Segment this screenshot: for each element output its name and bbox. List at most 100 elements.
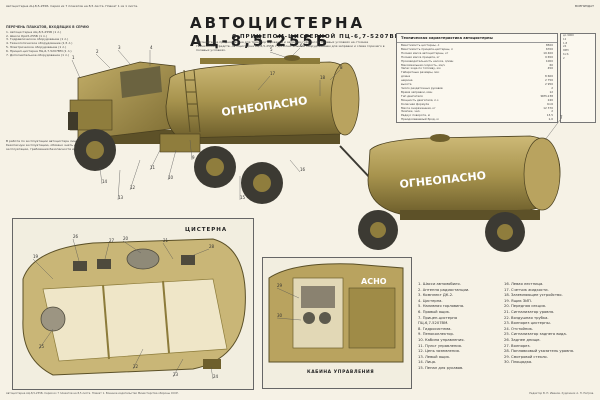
callout-number: 5 [270,47,273,52]
spec-value: 1,0 [548,117,553,122]
callout-number: 22 [133,364,139,369]
spec-value: ЯМЗ-238 [540,93,554,98]
gauge-icon [303,312,315,324]
part-item: 14. Лицо. [418,360,437,365]
spec-value: 60 [549,62,553,67]
callout-leader [329,69,341,81]
callout-leader [132,348,144,370]
page-subtitle: С ПРИЦЕПОМ-ЦИСТЕРНОЙ ПЦ-6,7-5207ВМ [232,34,402,40]
truck-walkway [200,58,320,64]
spec-param: Масса снаряженная, кг [401,105,436,110]
truck-grille [68,112,78,130]
spec-table-header: Техническая характеристика автоцистерны [397,34,557,43]
manhole-cover-icon [284,55,300,61]
callout-number: 1 [72,55,75,60]
callout-leader [117,49,131,65]
part-item: 26. Заднее днище. [504,337,541,342]
truck-illustration: ОГНЕОПАСНО [68,55,373,204]
series-item: 3. Гидравлическое оборудование (1 л.) [6,37,69,42]
poster-series-list: ПЕРЕЧЕНЬ ПЛАКАТОВ, ВХОДЯЩИХ В СЕРИЮ 1. А… [6,25,136,57]
hatch-icon [73,261,87,271]
callout-leader [276,317,302,321]
part-item: 8. Гидросистема. [418,326,452,331]
callout-number: 26 [73,234,79,239]
part-item: 24. Отстойник. [504,326,534,331]
parts-list-column-1: 1. Шасси автомобиля.2. Антенна радиостан… [418,282,506,372]
part-item: 30. Площадка. [504,360,533,365]
trailer-tank-end [523,137,561,211]
callout-leader [95,53,111,69]
part-item: 23. Волнорез цистерны. [504,321,551,326]
part-item: 13. Левый ящик. [418,354,451,359]
spec-param: Мощность двигателя, л.с. [401,97,440,102]
spec-row: Максимальная скорость, км/ч 60 [401,62,553,68]
spec-param: Габаритные размеры, мм: [401,70,440,75]
spec-value: 6700 [545,46,553,51]
callout-number: 16 [300,167,306,172]
part-item: 17. Счетчик жидкости. [504,287,549,292]
ladder-icon [183,69,201,133]
footer: Автоцистерна АЦ-8,5-255Б. Серия из 7 пла… [6,392,594,400]
callout-leader [122,240,142,254]
trailer-frame [400,210,540,220]
callout-leader [289,159,301,173]
callout-number: 17 [270,71,276,76]
spec-value: 6×6 [547,101,553,106]
callout-leader [189,139,193,161]
part-item: ПЦ-6,7-5207ВМ. [418,321,449,326]
spec-value: 12 370 [543,105,553,110]
spec-value: 2 750 [544,78,553,83]
callout-number: 11 [150,165,156,170]
series-item: 1. Автоцистерна АЦ-8,5-255Б (1 л.) [6,29,62,34]
spec-value: 2 [551,109,553,114]
callout-number: 8 [340,65,343,70]
baffle [162,280,170,354]
series-item: 7. Дополнительное оборудование (1 л.) [6,52,69,57]
callout-leader [269,51,289,59]
truck-windshield [120,66,162,98]
spec-value: 9 650 [544,54,553,59]
part-item: 4. Цистерна. [418,298,443,303]
spec-value: 8 600 [544,74,553,79]
spec-table: Техническая характеристика автоцистерны … [396,33,558,123]
spec-value: 2 [551,85,553,90]
wheel-hub-icon [370,222,386,238]
part-item: 18. Заземляющее устройство. [504,293,563,298]
callout-leader [99,167,103,185]
spec-row: Мощность двигателя, л.с.240 [401,97,553,103]
baffle [102,284,110,360]
spec-param: Радиус поворота, м [401,113,430,118]
callout-number: 15 [240,195,246,200]
callout-number: 13 [118,195,124,200]
spec-stub-value: 24 [563,45,567,49]
wheel-hub-icon [86,141,104,159]
callout-number: 12 [130,185,136,190]
callout-leader [167,149,177,181]
truck-wheels [74,129,283,204]
callout-number: 9 [192,155,195,160]
callout-number: 27 [109,238,115,243]
part-item: 22. Воздушная трубка. [504,315,549,320]
hatch-icon [181,255,195,265]
spec-stub-value: 2 [563,56,565,60]
spec-param: Полная масса прицепа, кг [401,54,440,59]
spec-row: Полная масса прицепа, кг 9 650 [401,54,553,60]
top-line: Автоцистерна АЦ-8,5-255Б. Серия из 7 пла… [6,4,594,12]
spec-param: Максимальная скорость, км/ч [401,62,445,67]
callout-leader [210,366,214,380]
spec-value: 8500 [545,43,553,47]
filler-neck-icon [126,248,160,270]
